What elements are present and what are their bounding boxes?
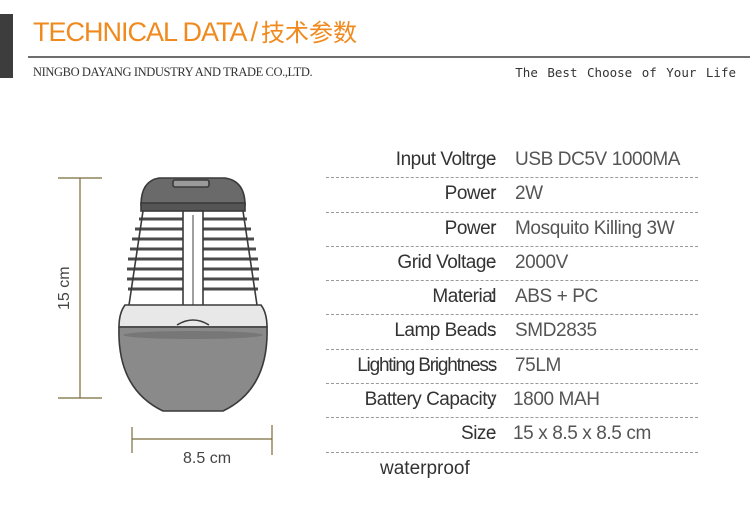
width-dimension-line	[131, 425, 273, 455]
spec-value: 2W	[515, 183, 543, 205]
title-chinese: 技术参数	[261, 20, 358, 47]
spec-label: Material	[432, 286, 496, 308]
spec-value: 75LM	[515, 354, 561, 376]
spec-value: Mosquito Killing 3W	[515, 217, 675, 239]
spec-row: Input Voltrge : USB DC5V 1000MA	[326, 144, 698, 179]
spec-label: Lamp Beads	[394, 320, 496, 342]
spec-table: Input Voltrge : USB DC5V 1000MA Power : …	[326, 144, 698, 453]
spec-value: USB DC5V 1000MA	[515, 149, 681, 170]
spec-row: Battery Capacity : 1800 MAH	[326, 384, 698, 419]
spec-colon: :	[490, 389, 496, 411]
spec-value: ABS + PC	[515, 286, 598, 308]
spec-label: Lighting Brightness	[357, 354, 497, 376]
waterproof-note: waterproof	[380, 458, 470, 479]
spec-label: Size	[461, 423, 496, 445]
spec-colon: :	[490, 217, 496, 239]
spec-colon: :	[490, 320, 496, 342]
header-side-bar	[0, 14, 13, 78]
header-rule	[28, 56, 750, 58]
spec-colon: :	[490, 149, 496, 170]
spec-row: Grid Voltage : 2000V	[326, 247, 698, 282]
spec-row: Lamp Beads : SMD2835	[326, 315, 698, 350]
spec-value: SMD2835	[515, 320, 597, 342]
company-name: NINGBO DAYANG INDUSTRY AND TRADE CO.,LTD…	[33, 65, 313, 79]
spec-row: Power : Mosquito Killing 3W	[326, 213, 698, 247]
spec-label: Input Voltrge	[395, 149, 497, 170]
title-english: TECHNICAL DATA	[33, 17, 248, 47]
spec-colon: :	[490, 423, 496, 445]
width-dimension-label: 8.5 cm	[183, 450, 232, 467]
spec-label: Power	[444, 217, 497, 239]
spec-row: Lighting Brightness : 75LM	[326, 350, 698, 385]
page-title: TECHNICAL DATA/技术参数	[33, 14, 357, 52]
height-dimension-line	[58, 177, 102, 399]
product-drawing	[58, 177, 273, 455]
spec-label: Grid Voltage	[397, 251, 496, 273]
spec-row: Size : 15 x 8.5 x 8.5 cm	[326, 418, 698, 453]
spec-value: 15 x 8.5 x 8.5 cm	[513, 423, 651, 445]
height-dimension-label: 15 cm	[56, 266, 73, 310]
spec-value: 1800 MAH	[513, 389, 600, 411]
spec-label: Power	[444, 183, 497, 205]
slogan: The Best Choose of Your Life	[515, 65, 736, 80]
spec-colon: :	[490, 251, 496, 273]
spec-row: Material : ABS + PC	[326, 281, 698, 316]
spec-label: Battery Capacity	[364, 389, 497, 411]
spec-row: Power : 2W	[326, 178, 698, 213]
spec-colon: :	[490, 286, 496, 308]
spec-colon: :	[490, 354, 496, 376]
spec-value: 2000V	[515, 251, 568, 273]
title-separator: /	[250, 17, 258, 47]
lamp-illustration	[118, 177, 268, 412]
spec-colon: :	[490, 183, 496, 205]
